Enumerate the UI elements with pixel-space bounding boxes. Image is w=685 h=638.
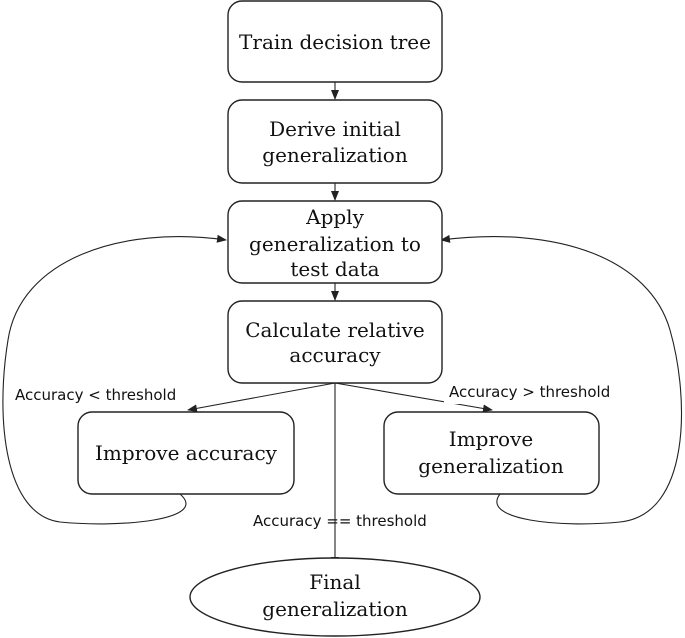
- edge-calculate-to-improve-accuracy: [187, 382, 336, 413]
- edge-loop-improve-accuracy-to-apply: [2, 234, 227, 525]
- node-final-generalization: Final generalization: [189, 557, 481, 637]
- node-label-line: generalization: [262, 597, 408, 621]
- edge-labels: Accuracy < threshold Accuracy > threshol…: [8, 380, 624, 532]
- edge-loop-improve-generalization-to-apply: [440, 234, 683, 525]
- node-improve-accuracy: Improve accuracy: [77, 411, 295, 495]
- edge-label-accuracy-less-than-threshold: Accuracy < threshold: [15, 386, 176, 404]
- node-label-line: Derive initial: [269, 117, 401, 141]
- node-label-line: Calculate relative: [245, 318, 425, 342]
- node-label-line: generalization to: [249, 232, 421, 256]
- node-label-line: test data: [290, 257, 379, 281]
- edges: [2, 82, 683, 567]
- node-calculate-relative-accuracy: Calculate relative accuracy: [227, 300, 443, 384]
- node-label-line: generalization: [262, 143, 408, 167]
- node-label-line: Apply: [305, 205, 364, 229]
- node-apply-generalization: Apply generalization to test data: [227, 200, 443, 284]
- node-derive-initial-generalization: Derive initial generalization: [227, 99, 443, 184]
- node-label-line: Improve accuracy: [95, 441, 278, 465]
- edge-label-accuracy-equals-threshold: Accuracy == threshold: [253, 512, 427, 530]
- node-train-decision-tree: Train decision tree: [227, 0, 443, 83]
- node-label-line: accuracy: [289, 343, 381, 367]
- node-label-line: generalization: [418, 454, 564, 478]
- edge-label-accuracy-greater-than-threshold: Accuracy > threshold: [449, 383, 610, 401]
- node-label-line: Train decision tree: [239, 30, 431, 54]
- node-improve-generalization: Improve generalization: [383, 411, 600, 495]
- node-label-line: Final: [309, 570, 360, 594]
- edge-calculate-to-improve-generalization: [334, 382, 493, 413]
- node-label-line: Improve: [449, 427, 533, 451]
